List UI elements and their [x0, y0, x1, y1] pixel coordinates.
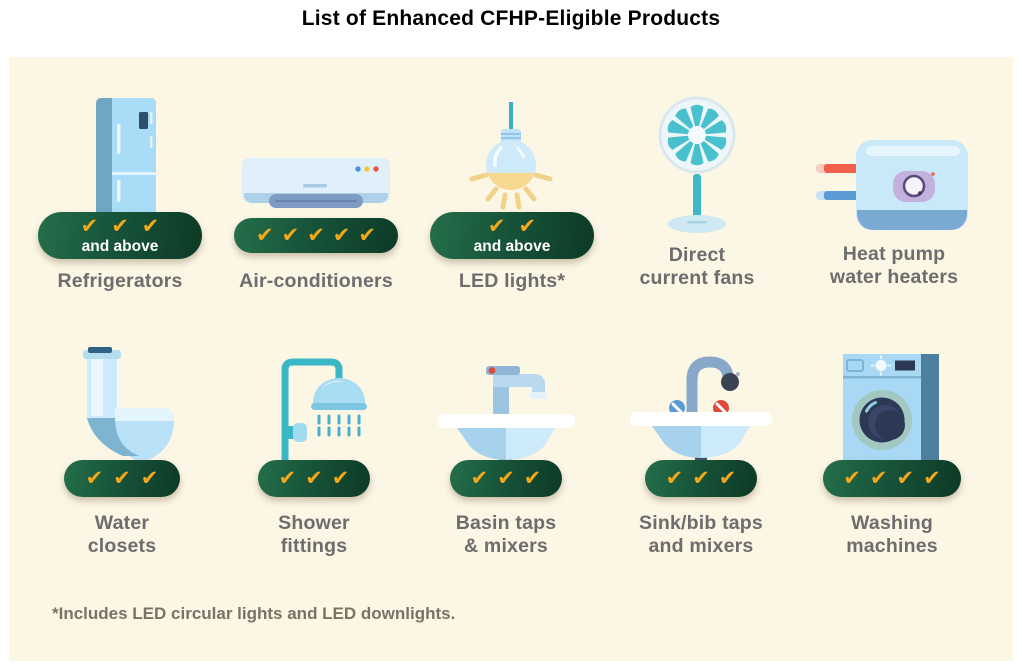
air-conditioner-icon [242, 158, 390, 208]
shower-icon [281, 358, 367, 470]
basin-tap-icon [437, 366, 575, 474]
product-water-closets: ✔✔✔ Water closets [27, 347, 217, 559]
product-label: Refrigerators [57, 270, 183, 292]
tick-marks: ✔✔✔ [80, 214, 173, 238]
tick-marks: ✔✔✔✔ [843, 467, 950, 490]
led-bulb-icon [469, 102, 553, 210]
tick-marks: ✔✔✔ [85, 467, 169, 490]
tick-marks: ✔✔✔ [278, 467, 359, 490]
product-shower-fittings: ✔✔✔ Shower fittings [219, 348, 409, 559]
product-label: Direct current fans [639, 244, 755, 290]
tick-marks: ✔✔✔✔✔ [256, 224, 384, 247]
rating-badge: ✔✔✔ [645, 460, 757, 497]
rating-badge: ✔✔✔✔ [823, 460, 961, 497]
product-label: LED lights* [458, 270, 566, 292]
product-led-lights: ✔✔ and above LED lights* [417, 95, 607, 293]
product-washing-machines: ✔✔✔✔ Washing machines [797, 348, 987, 559]
product-direct-current-fans: Direct current fans [602, 95, 792, 291]
tick-marks: ✔✔✔ [665, 467, 746, 490]
product-label: Heat pump water heaters [829, 243, 959, 289]
product-label: Sink/bib taps and mixers [639, 512, 763, 558]
pedestal-fan-icon [658, 96, 736, 233]
rating-badge: ✔✔✔ and above [38, 212, 202, 259]
product-heat-pump-water-heaters: Heat pump water heaters [799, 95, 989, 290]
washing-machine-icon [843, 354, 939, 466]
product-label: Water closets [87, 512, 157, 558]
rating-badge: ✔✔✔✔✔ [234, 218, 398, 253]
tick-marks: ✔✔ [487, 214, 550, 238]
refrigerator-icon [96, 98, 156, 218]
rating-badge: ✔✔✔ [64, 460, 180, 497]
sink-tap-icon [630, 356, 772, 476]
rating-badge: ✔✔ and above [430, 212, 594, 259]
qualifier-text: and above [473, 237, 551, 255]
product-basin-taps: ✔✔✔ Basin taps & mixers [411, 348, 601, 559]
toilet-icon [83, 347, 174, 460]
water-heater-icon [816, 140, 968, 230]
tick-marks: ✔✔✔ [470, 467, 551, 490]
product-label: Shower fittings [278, 512, 350, 558]
product-air-conditioners: ✔✔✔✔✔ Air-conditioners [221, 95, 411, 293]
qualifier-text: and above [81, 237, 159, 255]
rating-badge: ✔✔✔ [450, 460, 562, 497]
product-label: Air-conditioners [239, 270, 393, 292]
rating-badge: ✔✔✔ [258, 460, 370, 497]
product-sink-bib-taps: ✔✔✔ Sink/bib taps and mixers [606, 348, 796, 559]
product-label: Basin taps & mixers [455, 512, 557, 558]
product-label: Washing machines [846, 512, 938, 558]
footnote: *Includes LED circular lights and LED do… [52, 604, 456, 623]
page-title: List of Enhanced CFHP-Eligible Products [301, 7, 721, 30]
product-refrigerators: ✔✔✔ and above Refrigerators [25, 95, 215, 293]
